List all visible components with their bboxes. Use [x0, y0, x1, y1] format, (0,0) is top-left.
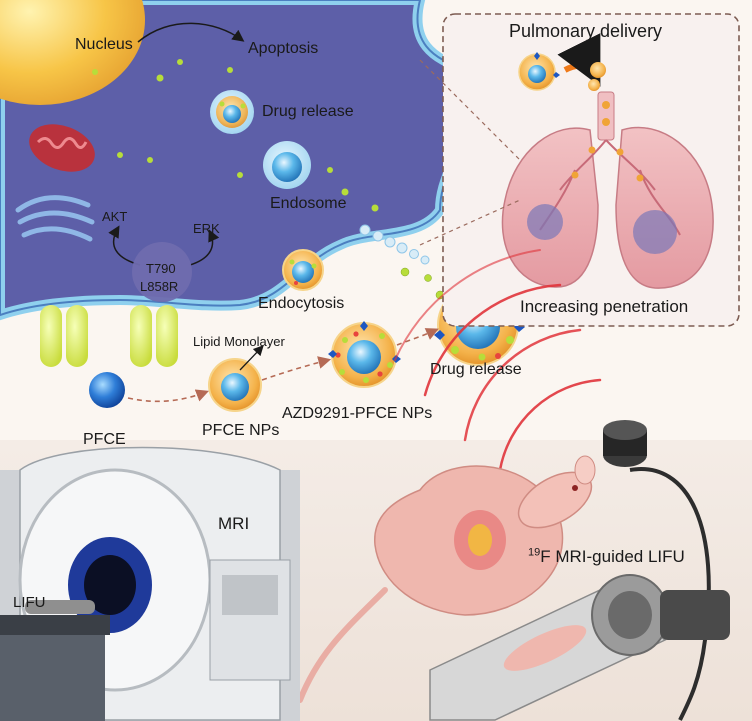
label-mri: MRI — [218, 514, 250, 533]
mitochondrion-icon — [29, 124, 95, 172]
label-akt: AKT — [102, 209, 128, 224]
label-erk: ERK — [193, 221, 220, 236]
label-receptor-line1: T790 — [146, 261, 176, 276]
erk-arrow — [189, 229, 220, 266]
mouse-illustration — [297, 455, 596, 703]
nucleus-apoptosis-arrow — [137, 22, 245, 43]
label-lipid-monolayer: Lipid Monolayer — [193, 334, 285, 349]
label-increasing-penetration: Increasing penetration — [520, 297, 689, 316]
azd-to-release-arrow — [396, 328, 439, 346]
membrane-vesicles — [359, 224, 430, 265]
egfr-mutation-circle — [132, 242, 192, 302]
pfce-np — [208, 358, 262, 412]
animal-bed-tube — [429, 574, 730, 721]
inhaled-np — [518, 52, 560, 91]
label-pulmonary-delivery: Pulmonary delivery — [509, 21, 663, 41]
label-endosome: Endosome — [270, 195, 347, 212]
label-drug-release-cell: Drug release — [262, 103, 354, 120]
label-guided-rest: F MRI-guided LIFU — [540, 547, 685, 566]
label-apoptosis: Apoptosis — [248, 40, 319, 57]
endosome-vesicle — [263, 141, 311, 189]
label-azd-nps: AZD9291-PFCE NPs — [282, 405, 433, 422]
label-guided-sup: 19 — [528, 546, 541, 559]
azd-pfce-np — [328, 321, 401, 388]
golgi-icon — [15, 195, 95, 242]
ultrasound-waves — [394, 249, 602, 472]
label-pfce: PFCE — [83, 431, 126, 448]
label-lifu: LIFU — [13, 594, 46, 611]
drug-release-vesicle — [210, 90, 254, 134]
label-nucleus: Nucleus — [75, 36, 133, 53]
receptor-icon — [40, 305, 178, 367]
pfce-sphere — [89, 372, 125, 408]
lung-illustration — [501, 33, 714, 289]
lipid-arrow — [239, 345, 264, 371]
label-receptor-line2: L858R — [140, 279, 179, 294]
drug-dots — [92, 59, 379, 212]
pfce-to-np-arrow — [127, 389, 209, 403]
inset-pointer-lines — [419, 59, 521, 246]
label-drug-release-outside: Drug release — [430, 361, 522, 378]
label-pfce-nps: PFCE NPs — [202, 422, 280, 439]
nucleus — [0, 0, 145, 105]
mri-machine — [0, 446, 300, 721]
label-endocytosis: Endocytosis — [258, 295, 345, 312]
label-guided-lifu: 19F MRI-guided LIFU — [528, 546, 685, 566]
endocytosis-np — [282, 249, 324, 291]
